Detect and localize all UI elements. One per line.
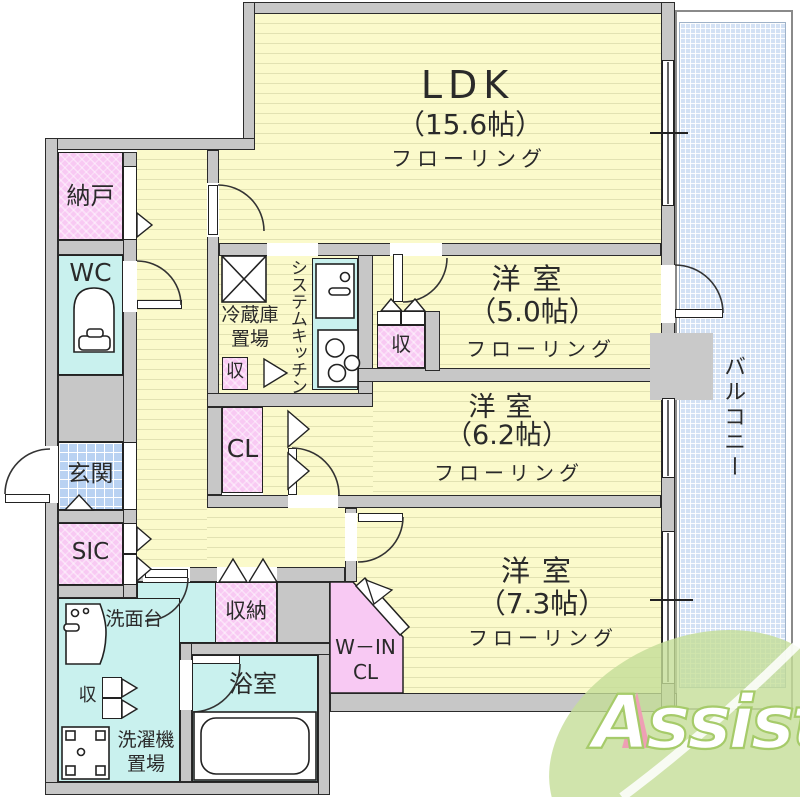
wc-door-opening xyxy=(123,261,137,312)
washroom-closet-label: 収 xyxy=(78,685,97,706)
bedroom-62-label: 洋室 xyxy=(468,392,543,423)
system-kitchen-label: システムキッチン xyxy=(286,259,307,395)
laundry-label-2: 置場 xyxy=(126,753,165,775)
bedroom-62-door-opening xyxy=(288,495,338,508)
bedroom-62-size: （6.2帖） xyxy=(445,420,569,451)
nando-label: 納戸 xyxy=(66,182,115,210)
walk-in-closet-door xyxy=(354,576,411,637)
entrance-step xyxy=(123,442,137,510)
balcony-door xyxy=(675,309,723,318)
logo-leaf-swoosh xyxy=(619,638,800,797)
kitchen-closet-label: 収 xyxy=(226,361,244,382)
ldk-label: LDK xyxy=(420,63,515,107)
walk-in-closet-door-marker xyxy=(364,578,394,606)
bedroom-73-door-opening xyxy=(345,513,357,561)
wall xyxy=(425,311,440,371)
ldk-flooring: フローリング xyxy=(391,147,547,171)
bedroom-73-label: 洋室 xyxy=(500,554,583,588)
closet-cl xyxy=(222,407,263,493)
toilet-icon xyxy=(73,287,115,353)
bathtub-icon xyxy=(193,711,317,781)
logo-leaf xyxy=(549,630,800,797)
assist-logo: Assist xyxy=(549,630,800,797)
bedroom-50-door-opening xyxy=(390,243,442,256)
bedroom-50-size: （5.0帖） xyxy=(468,295,597,328)
fridge-label-2: 置場 xyxy=(230,328,269,350)
closet-bedroom-50 xyxy=(377,325,425,368)
washstand-label: 洗面台 xyxy=(105,608,163,630)
floor-ldk xyxy=(255,14,661,150)
floor-hallway-vertical xyxy=(137,150,207,567)
entrance-label: 玄関 xyxy=(67,461,114,487)
bath-door-opening xyxy=(180,660,192,710)
fridge-label-1: 冷蔵庫 xyxy=(221,304,279,326)
nando-door xyxy=(123,166,137,240)
door-arcs xyxy=(4,184,724,713)
wc-label: WC xyxy=(69,258,112,287)
shunou-label: 収納 xyxy=(225,599,267,623)
floor-hallway-horizontal xyxy=(207,508,345,567)
bedroom-73-flooring: フローリング xyxy=(468,626,618,650)
closet-kitchen xyxy=(222,357,248,390)
washstand-icon xyxy=(63,603,107,665)
walk-in-closet-area xyxy=(329,581,404,694)
stove-icon xyxy=(317,329,361,388)
room-entrance xyxy=(58,442,123,510)
kitchen-sink-icon xyxy=(315,263,355,319)
wall xyxy=(207,407,222,495)
bedroom-73-size: （7.3帖） xyxy=(477,587,607,620)
logo-text: Assist xyxy=(587,680,800,766)
balcony-label: バルコニー xyxy=(720,355,746,480)
ldk-door xyxy=(208,185,218,235)
balcony-door-opening xyxy=(661,265,675,323)
window-lines xyxy=(650,62,693,682)
wincl-label-1: W－IN xyxy=(335,635,396,659)
wall xyxy=(207,393,373,407)
refrigerator-space-icon xyxy=(221,255,267,303)
floor-bedroom-62-left xyxy=(263,407,373,495)
front-door xyxy=(5,494,50,503)
floor-bedroom-62 xyxy=(373,382,661,495)
sic-label: SIC xyxy=(71,539,110,565)
bedroom-62-flooring: フローリング xyxy=(434,461,584,485)
cl-label: CL xyxy=(226,434,259,463)
bath-door xyxy=(192,655,240,664)
bedroom-50-door xyxy=(393,254,403,302)
bedroom50-closet-label: 収 xyxy=(391,332,411,356)
front-door-opening xyxy=(45,446,58,503)
washing-machine-icon xyxy=(61,726,110,780)
closet-shunou xyxy=(215,582,277,643)
ldk-size: （15.6帖） xyxy=(396,108,544,141)
door-markers xyxy=(63,211,427,720)
laundry-label-1: 洗濯機 xyxy=(117,729,175,751)
room-storage-nando xyxy=(58,152,123,240)
bedroom-50-label: 洋室 xyxy=(491,262,574,296)
room-sic xyxy=(58,523,123,585)
balcony-partition xyxy=(650,333,713,400)
floor-ldk-lower xyxy=(219,150,661,243)
bedroom-50-flooring: フローリング xyxy=(466,337,616,361)
wincl-label-2: CL xyxy=(352,660,379,684)
bathroom-label: 浴室 xyxy=(229,670,277,698)
kitchen-opening xyxy=(267,243,318,256)
logo-accent xyxy=(622,692,650,748)
